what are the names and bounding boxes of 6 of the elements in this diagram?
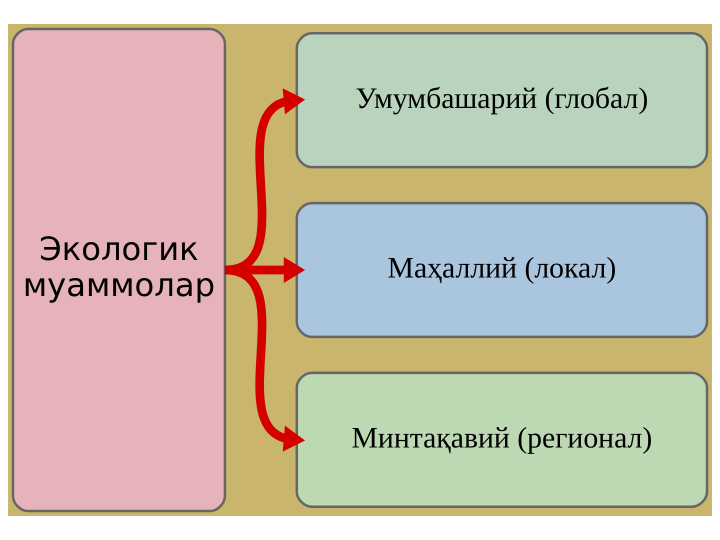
arrow bbox=[224, 256, 306, 284]
node-box: Экологик муаммолар bbox=[12, 28, 226, 512]
node-box: Минтақавий (регионал) bbox=[296, 372, 708, 508]
arrow bbox=[224, 266, 306, 452]
node-box: Маҳаллий (локал) bbox=[296, 202, 708, 338]
node-box: Умумбашарий (глобал) bbox=[296, 32, 708, 168]
